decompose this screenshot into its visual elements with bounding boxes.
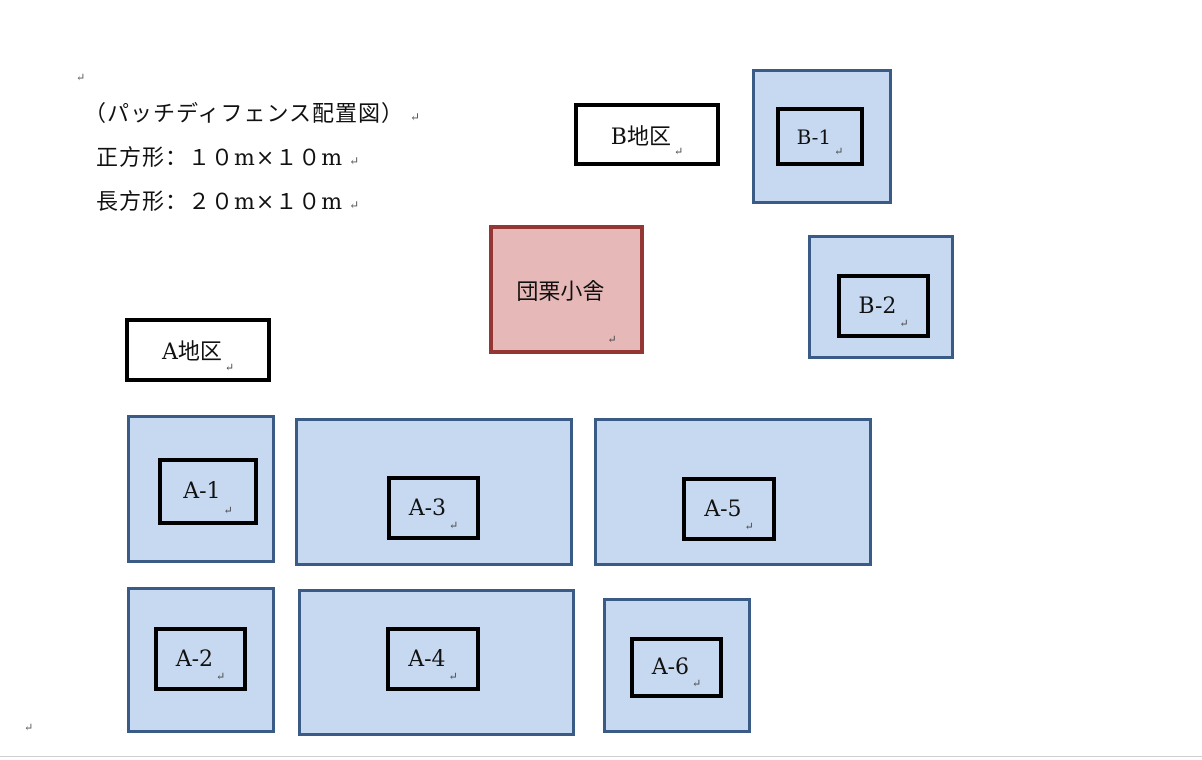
paragraph-mark-icon [76,72,85,83]
acorn-hut-text: 団栗小舎 [516,279,605,305]
plot-a3-label: A-3 [408,495,447,521]
b-area-label: B地区 [574,103,720,166]
plot-a4-tag: A-4 [386,627,480,691]
page-bottom-rule [0,756,1202,757]
plot-a6 [603,598,751,733]
paragraph-mark-icon [692,677,701,690]
a-area-label: A地区 [125,318,271,382]
plot-b1-tag: B-1 [776,107,864,166]
b-area-text: B地区 [610,124,671,150]
plot-a1-label: A-1 [183,479,221,504]
legend-title-text: （パッチディフェンス配置図） [84,102,405,127]
plot-b1 [752,69,892,204]
paragraph-mark-icon [349,198,360,212]
paragraph-mark-icon [674,145,683,158]
paragraph-mark-icon [449,670,458,683]
plot-a4-label: A-4 [408,646,446,672]
legend-square-text: 正方形：１０m×１０m [96,146,344,171]
acorn-hut: 団栗小舎 [489,225,644,354]
paragraph-mark-icon [899,317,908,330]
plot-a5-tag: A-5 [682,477,776,541]
paragraph-mark-icon [745,520,754,533]
plot-a3-tag: A-3 [387,476,480,540]
legend-rectangle-text: 長方形：２０m×１０m [96,190,344,215]
paragraph-mark-icon [216,670,225,683]
paragraph-mark-icon [834,145,843,158]
plot-b2-label: B-2 [858,293,897,319]
plot-b2-tag: B-2 [837,274,930,338]
plot-b1-label: B-1 [796,124,832,149]
paragraph-mark-icon [224,504,233,517]
plot-a5-label: A-5 [704,496,742,522]
plot-a1-tag: A-1 [158,458,258,525]
plot-a6-label: A-6 [651,655,690,680]
plot-a2-tag: A-2 [154,627,247,691]
paragraph-mark-icon [410,110,421,124]
a-area-text: A地区 [161,340,222,365]
paragraph-mark-icon [349,154,360,168]
paragraph-mark-icon [449,519,458,532]
plot-a6-tag: A-6 [630,637,723,698]
legend-title: （パッチディフェンス配置図） [84,104,421,126]
legend-rectangle-size: 長方形：２０m×１０m [96,192,360,214]
paragraph-mark-icon [24,722,33,733]
paragraph-mark-icon [607,333,616,346]
paragraph-mark-icon [225,361,234,374]
legend-square-size: 正方形：１０m×１０m [96,148,360,170]
plot-a2-label: A-2 [175,646,214,672]
